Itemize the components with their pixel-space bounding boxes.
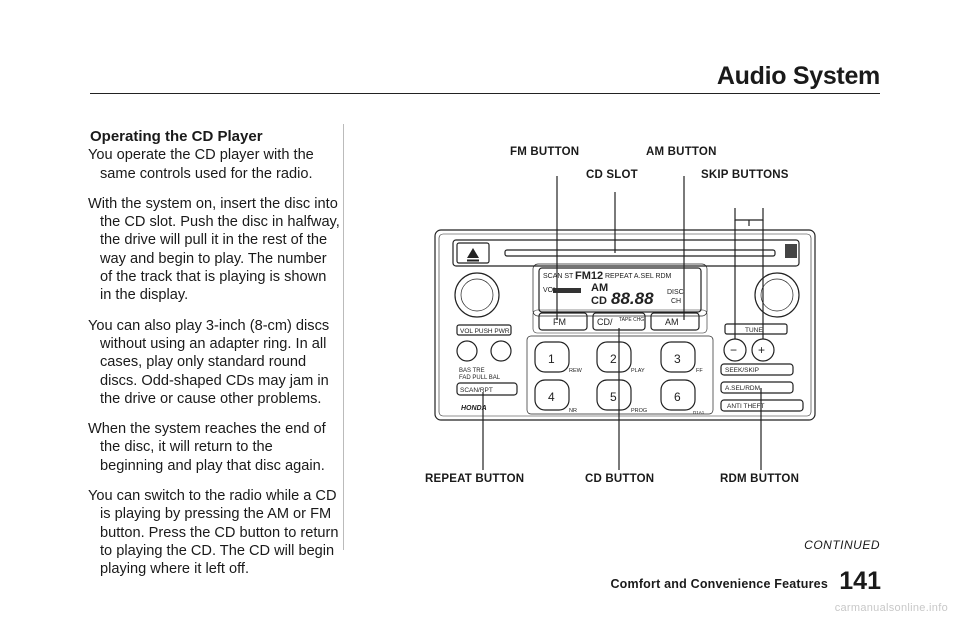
preset-6-button[interactable] — [660, 379, 696, 411]
fad-bal-label: FAD PULL BAL — [459, 375, 501, 381]
bas-tre-label: BAS TRE — [459, 368, 485, 374]
continued-note: CONTINUED — [804, 538, 880, 552]
seek-skip-label: SEEK/SKIP — [725, 367, 759, 374]
footer-section-label: Comfort and Convenience Features — [610, 577, 828, 591]
anti-theft-indicator — [720, 399, 804, 412]
tune-label-box — [724, 323, 788, 335]
play-label: PLAY — [631, 368, 645, 374]
preset-4-label: 4 — [548, 390, 555, 404]
callout-cd-button: CD BUTTON — [585, 473, 655, 485]
vol-pwr-label: VOL PUSH PWR — [460, 328, 510, 335]
disc-icon — [785, 244, 797, 258]
preset-4-button[interactable] — [534, 379, 570, 411]
paragraph: You operate the CD player with the same … — [88, 147, 314, 182]
scan-rpt-label: SCAN/RPT — [460, 387, 493, 394]
asel-rdm-button[interactable] — [720, 381, 794, 394]
paragraph: When the system reaches the end of the d… — [88, 421, 326, 474]
watermark: carmanualsonline.info — [834, 602, 948, 614]
callout-skip-buttons: SKIP BUTTONS — [701, 169, 789, 181]
seek-skip-button[interactable] — [720, 363, 794, 376]
am-key[interactable] — [650, 312, 700, 331]
preset-2-button[interactable] — [596, 341, 632, 373]
brand-logo: HONDA — [461, 405, 487, 412]
anti-theft-label: ANTI THEFT — [727, 403, 764, 410]
section-heading: Operating the CD Player — [90, 128, 263, 145]
cd-player-figure: SCAN ST FM12 REPEAT A.SEL RDM VOL AM CD … — [405, 140, 835, 490]
eject-button[interactable] — [456, 242, 490, 264]
display-digits: 88.88 — [611, 289, 654, 308]
treble-knob[interactable] — [490, 340, 512, 362]
bass-knob[interactable] — [456, 340, 478, 362]
display-band: FM12 — [575, 270, 603, 282]
preset-1-button[interactable] — [534, 341, 570, 373]
preset-6-label: 6 — [674, 390, 681, 404]
volume-knob[interactable] — [454, 272, 500, 318]
tune-knob[interactable] — [754, 272, 800, 318]
prog-label: PROG — [631, 408, 647, 414]
paragraph: With the system on, insert the disc into… — [88, 195, 340, 304]
am-key-label: AM — [665, 317, 679, 327]
unit-body — [434, 229, 816, 421]
tape-chg-label: TAPE CHG — [619, 317, 644, 323]
cd-key-label: CD/ — [597, 317, 613, 327]
cd-slot — [504, 249, 776, 257]
preset-3-label: 3 — [674, 352, 681, 366]
display-repeat: REPEAT A.SEL RDM — [605, 273, 672, 280]
text-column: Operating the CD Player You operate the … — [88, 128, 340, 591]
scan-rpt-button[interactable] — [456, 382, 518, 396]
callout-am-button: AM BUTTON — [646, 146, 717, 158]
paragraph: You can also play 3-inch (8-cm) discs wi… — [88, 317, 330, 407]
display-disc: DISC — [667, 289, 684, 296]
eject-icon — [467, 248, 479, 258]
display-vol: VOL — [543, 287, 557, 294]
preset-2-label: 2 — [610, 352, 617, 366]
fm-key-label: FM — [553, 317, 566, 327]
column-divider — [343, 124, 344, 550]
display-ch: CH — [671, 298, 681, 305]
ff-label: FF — [696, 368, 703, 374]
header-rule — [90, 93, 880, 94]
page-number: 141 — [839, 567, 881, 595]
figure-code: D1A1 — [693, 410, 705, 415]
callout-fm-button: FM BUTTON — [510, 146, 580, 158]
preset-5-button[interactable] — [596, 379, 632, 411]
display-panel — [538, 267, 702, 313]
plus-icon: + — [758, 343, 765, 357]
preset-5-label: 5 — [610, 390, 617, 404]
display-scan-st: SCAN ST — [543, 273, 574, 280]
asel-rdm-label: A.SEL/RDM — [725, 385, 760, 392]
paragraph: You can switch to the radio while a CD i… — [88, 488, 339, 578]
audio-unit-illustration: SCAN ST FM12 REPEAT A.SEL RDM VOL AM CD … — [434, 176, 816, 470]
preset-3-button[interactable] — [660, 341, 696, 373]
callout-rdm-button: RDM BUTTON — [720, 473, 800, 485]
rew-label: REW — [569, 368, 583, 374]
callout-cd-slot: CD SLOT — [586, 169, 638, 181]
preset-1-label: 1 — [548, 352, 555, 366]
nr-label: NR — [569, 408, 577, 414]
page-title: Audio System — [716, 62, 880, 90]
vol-pwr-label-box — [456, 324, 512, 336]
callout-repeat-button: REPEAT BUTTON — [425, 473, 525, 485]
display-cd: CD — [591, 295, 607, 307]
minus-icon: − — [730, 343, 737, 357]
tune-label: TUNE — [745, 327, 763, 334]
cd-slot-panel — [452, 239, 800, 267]
display-am: AM — [591, 282, 608, 294]
fm-key[interactable] — [538, 312, 588, 331]
